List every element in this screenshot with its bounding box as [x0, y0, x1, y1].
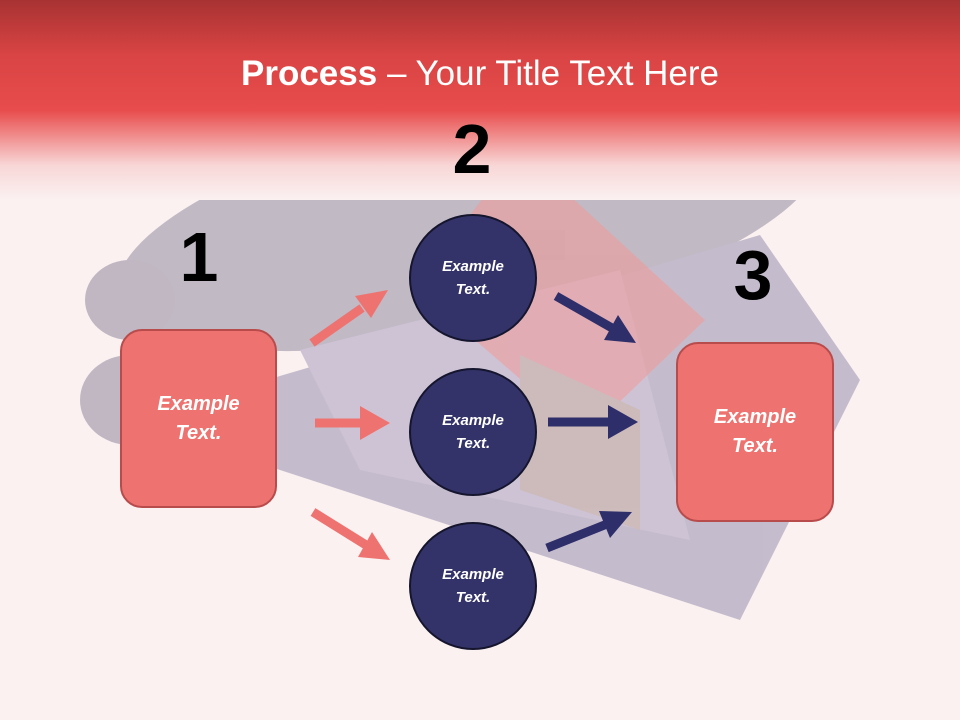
step-3-box: Example Text.	[676, 342, 834, 522]
arrow-from-top-circle	[553, 292, 636, 343]
title-banner	[0, 0, 960, 200]
step-number-1: 1	[179, 218, 219, 296]
step-2-circle-top: Example Text.	[409, 214, 537, 342]
circle-text: Example Text.	[442, 412, 504, 452]
circle-text: Example Text.	[442, 566, 504, 606]
step-2-circle-bottom: Example Text.	[409, 522, 537, 650]
arrow-to-bottom-circle	[310, 508, 390, 560]
step-number-2: 2	[452, 110, 492, 188]
arrow-from-bottom-circle	[545, 511, 632, 553]
step-1-text: Example Text.	[157, 392, 240, 444]
step-3-text: Example Text.	[713, 406, 797, 457]
step-number-3: 3	[733, 236, 773, 314]
step-1-box: Example Text.	[120, 329, 277, 508]
step-2-circle-middle: Example Text.	[409, 368, 537, 496]
page-title: Process – Your Title Text Here	[241, 54, 719, 93]
arrow-to-top-circle	[309, 290, 388, 347]
arrow-to-middle-circle	[315, 406, 390, 440]
arrow-from-middle-circle	[548, 405, 638, 439]
circle-text: Example Text.	[442, 258, 504, 298]
